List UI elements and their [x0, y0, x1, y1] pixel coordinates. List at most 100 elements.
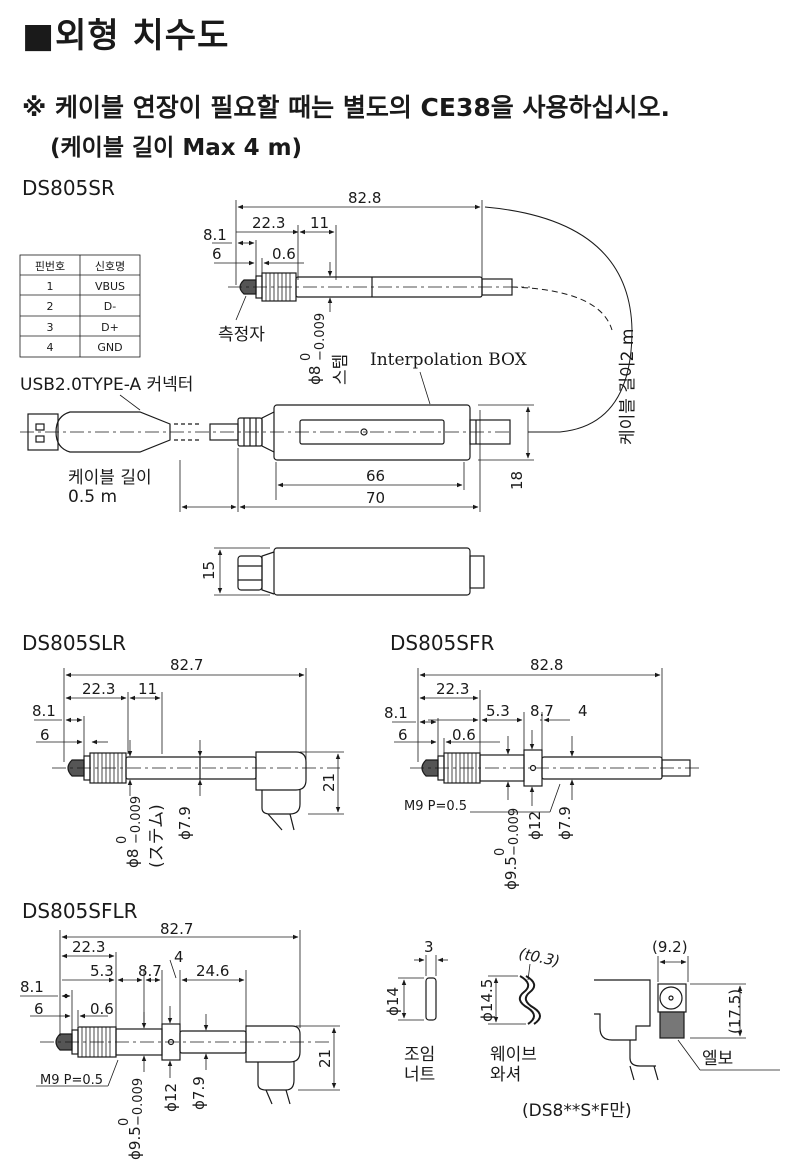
dim-11: 11 — [310, 214, 329, 232]
sfr-thread: M9 P=0.5 — [404, 799, 467, 814]
stem-diameter: ϕ8 — [306, 366, 324, 385]
ds805sr-dims — [212, 200, 483, 321]
sfr-dia-7-9: ϕ7.9 — [556, 806, 574, 840]
sflr-dim-6: 6 — [34, 1000, 44, 1018]
slr-stem-label: (ステム) — [147, 804, 167, 868]
ds805slr-probe — [52, 751, 340, 831]
note-max-cable-length: (케이블 길이 Max 4 m) — [50, 135, 303, 161]
parts-drawings: 3 ϕ14 조임 너트 ϕ14.5 (t0.3) 웨이브 와셔 (9.2) (1… — [384, 938, 780, 1121]
pin-2: 2 — [47, 300, 54, 313]
interp-box-label: Interpolation BOX — [370, 350, 528, 370]
slr-dim-82-7: 82.7 — [170, 656, 203, 674]
pin-3-signal: D+ — [101, 321, 119, 334]
sfr-dim-8-7: 8.7 — [530, 702, 554, 720]
pin-table-header-pin: 핀번호 — [35, 260, 65, 273]
sflr-dia-9-5: ϕ9.5 — [126, 1126, 144, 1160]
ds805sfr-dims — [392, 668, 663, 813]
sfr-dim-6: 6 — [398, 726, 408, 744]
dim-82-8: 82.8 — [348, 189, 381, 207]
slr-tol-lower: −0.009 — [129, 796, 144, 844]
sfr-dia-12: ϕ12 — [526, 811, 544, 840]
pin-1: 1 — [47, 280, 54, 293]
stem-tol-lower: −0.009 — [313, 313, 328, 361]
washer-diameter: ϕ14.5 — [478, 979, 496, 1022]
dim-18: 18 — [508, 471, 526, 490]
slr-dim-11: 11 — [138, 680, 157, 698]
page-title: ■외형 치수도 — [22, 16, 230, 56]
washer-label-2: 와셔 — [490, 1065, 521, 1085]
sflr-dim-8-1: 8.1 — [20, 978, 44, 996]
nut-label-2: 너트 — [404, 1065, 435, 1085]
sfr-dim-5-3: 5.3 — [486, 702, 510, 720]
cable-length-2m: 케이블 길이2 m — [618, 329, 638, 445]
ds805sfr-drawing: DS805SFR — [384, 631, 700, 890]
sflr-dim-21: 21 — [316, 1049, 334, 1068]
sflr-dim-8-7: 8.7 — [138, 962, 162, 980]
sfr-dia-9-5: ϕ9.5 — [502, 856, 520, 890]
sflr-tol-lower: −0.009 — [131, 1078, 146, 1126]
ds805sr-probe — [228, 272, 530, 302]
dim-6: 6 — [212, 245, 222, 263]
parts-footnote: (DS8**S*F만) — [522, 1101, 632, 1121]
ds805sr-drawing: DS805SR 핀번호 신호명 1 VBUS 2 D- 3 D+ 4 GND — [19, 176, 638, 596]
pin-3: 3 — [47, 321, 54, 334]
sfr-dim-82-8: 82.8 — [530, 656, 563, 674]
slr-dim-21: 21 — [320, 773, 338, 792]
sflr-dim-22-3: 22.3 — [72, 938, 105, 956]
slr-stem-diameter: ϕ8 — [124, 849, 142, 868]
slr-dim-22-3: 22.3 — [82, 680, 115, 698]
sfr-dim-0-6: 0.6 — [452, 726, 476, 744]
dim-66: 66 — [366, 467, 385, 485]
stem-label: 스템 — [331, 354, 351, 385]
slr-tol-upper: 0 — [115, 836, 130, 844]
sfr-dim-8-1: 8.1 — [384, 704, 408, 722]
ds805slr-drawing: DS805SLR — [22, 631, 344, 868]
sflr-dia-12: ϕ12 — [162, 1083, 180, 1112]
slr-dia-7-9: ϕ7.9 — [176, 806, 194, 840]
sflr-dim-4: 4 — [174, 948, 184, 966]
sfr-tol-lower: −0.009 — [507, 808, 522, 856]
wave-washer — [488, 963, 541, 1025]
model-ds805sfr: DS805SFR — [390, 631, 494, 655]
nut-label-1: 조임 — [404, 1045, 435, 1065]
cable-short-length: 0.5 m — [68, 487, 117, 507]
slr-dim-6: 6 — [40, 726, 50, 744]
cable-short-label: 케이블 길이 — [68, 468, 152, 488]
elbow-label: 엘보 — [702, 1049, 733, 1069]
sflr-tol-upper: 0 — [117, 1118, 132, 1126]
slr-dim-8-1: 8.1 — [32, 702, 56, 720]
ds805sfr-probe — [410, 749, 700, 787]
elbow-width: (9.2) — [652, 938, 688, 956]
note-extension-cable: ※ 케이블 연장이 필요할 때는 별도의 CE38을 사용하십시오. — [22, 93, 670, 122]
ds805sflr-probe — [40, 1023, 330, 1105]
sflr-dim-5-3: 5.3 — [90, 962, 114, 980]
washer-label-1: 웨이브 — [490, 1045, 537, 1065]
sflr-dim-24-6: 24.6 — [196, 962, 229, 980]
pin-table-header-signal: 신호명 — [95, 260, 125, 273]
elbow-part — [594, 956, 780, 1081]
sflr-thread: M9 P=0.5 — [40, 1073, 103, 1088]
model-ds805slr: DS805SLR — [22, 631, 126, 655]
washer-thickness: (t0.3) — [517, 944, 561, 970]
interpolation-box — [20, 404, 511, 461]
ds805sflr-drawing: DS805SFLR — [20, 899, 340, 1160]
sflr-dim-0-6: 0.6 — [90, 1000, 114, 1018]
dim-0-6: 0.6 — [272, 245, 296, 263]
pin-2-signal: D- — [104, 300, 116, 313]
interp-box-dims — [119, 371, 534, 512]
ds805sflr-dims — [20, 930, 340, 1091]
pin-4: 4 — [47, 341, 54, 354]
sfr-dim-4: 4 — [578, 702, 588, 720]
sfr-dim-22-3: 22.3 — [436, 680, 469, 698]
dim-70: 70 — [366, 489, 385, 507]
pin-4-signal: GND — [97, 341, 122, 354]
sflr-dia-7-9: ϕ7.9 — [190, 1076, 208, 1110]
usb-connector-label: USB2.0TYPE-A 커넥터 — [20, 375, 193, 395]
elbow-height: (17.5) — [726, 989, 744, 1034]
pin-1-signal: VBUS — [95, 280, 125, 293]
contact-label: 측정자 — [218, 325, 265, 345]
pin-table — [19, 254, 141, 358]
cable-2m — [484, 206, 633, 433]
sfr-tol-upper: 0 — [493, 848, 508, 856]
